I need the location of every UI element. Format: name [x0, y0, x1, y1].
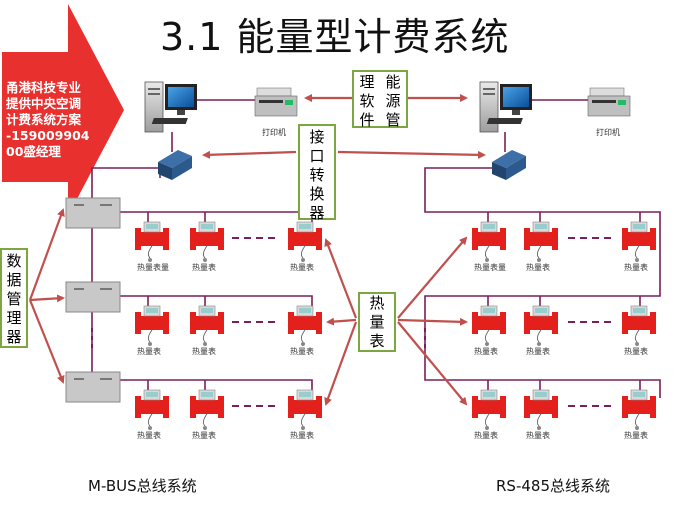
callout-char: 口 [309, 147, 325, 165]
meter-ellipsis-dashes [91, 237, 612, 407]
callout-char: 理 [359, 73, 375, 91]
callout-char: 表 [369, 332, 385, 350]
promo-line: -159009904 [6, 128, 90, 143]
callout-char: 转 [309, 166, 325, 184]
computer-icon-right [479, 81, 532, 133]
heat-meter-label: 热量表 [290, 347, 314, 356]
heat-meter-label: 热量表 [192, 347, 216, 356]
callout-char: 热 [369, 294, 385, 312]
heat-meter-label: 热量表 [526, 263, 550, 272]
heat-meter-icon [135, 221, 169, 262]
callout-char: 量 [369, 313, 385, 331]
heat-meter-label: 热量表量 [137, 263, 169, 272]
heat-meter-label: 热量表 [192, 263, 216, 272]
page-title: 3.1 能量型计费系统 [160, 15, 510, 59]
heat-meter-label: 热量表 [624, 431, 648, 440]
heat-meter-icon [472, 389, 506, 430]
heat-meter-label: 热量表 [526, 431, 550, 440]
heat-meter-icon [472, 305, 506, 346]
promo-line: 计费系统方案 [6, 112, 82, 127]
printer-icon-left [254, 87, 298, 117]
callout-char: 据 [6, 271, 22, 289]
heat-meter-icon [524, 221, 558, 262]
promo-line: 提供中央空调 [6, 96, 82, 111]
callout-char: 接 [309, 128, 325, 146]
heat-meter-label: 热量表 [624, 263, 648, 272]
heat-meter-icon [524, 305, 558, 346]
heat-meter-label: 热量表 [192, 431, 216, 440]
callout-char: 能 [385, 73, 401, 91]
data-manager-device-1 [65, 197, 121, 229]
heat-meter-label: 热量表 [526, 347, 550, 356]
interface-converter-callout: 接 口 转 换 器 [298, 124, 336, 222]
heat-meter-icon [472, 221, 506, 262]
heat-meter-label: 热量表量 [474, 263, 506, 272]
printer-label-left: 打印机 [262, 128, 286, 137]
heat-meter-label: 热量表 [474, 347, 498, 356]
heat-meter-icon [190, 389, 224, 430]
heat-meter-label: 热量表 [474, 431, 498, 440]
mbus-label: M-BUS总线系统 [88, 477, 197, 495]
heat-meter-icon [622, 221, 656, 262]
computer-icon-left [144, 81, 197, 133]
callout-char: 软 [359, 92, 375, 110]
rs485-label: RS-485总线系统 [496, 477, 610, 495]
heat-meter-label: 热量表 [137, 431, 161, 440]
promo-arrow-shape [2, 4, 124, 216]
callout-char: 管 [6, 290, 22, 308]
heat-meter-icon [288, 305, 322, 346]
data-manager-device-3 [65, 371, 121, 403]
heat-meter-label: 热量表 [137, 347, 161, 356]
heat-meter-icon [288, 221, 322, 262]
heat-meter-label: 热量表 [290, 263, 314, 272]
callout-char: 源 [385, 92, 401, 110]
callout-char: 件 [359, 111, 375, 129]
heat-meter-icon [524, 389, 558, 430]
management-software-callout: 理 能 软 源 件 管 [352, 70, 408, 129]
bus-lines [91, 99, 661, 400]
data-manager-callout: 数 据 管 理 器 [0, 248, 28, 348]
promo-line: 00盛经理 [6, 144, 61, 159]
printer-label-right: 打印机 [596, 128, 620, 137]
connection-arrows [28, 94, 486, 406]
callout-char: 器 [309, 204, 325, 222]
heat-meter-callout: 热 量 表 [358, 292, 396, 352]
heat-meter-icon [135, 389, 169, 430]
data-manager-device-2 [65, 281, 121, 313]
heat-meter-icon [288, 389, 322, 430]
callout-char: 理 [6, 309, 22, 327]
promo-text: 甬港科技专业 提供中央空调 计费系统方案 -159009904 00盛经理 [6, 80, 106, 160]
heat-meter-icon [190, 221, 224, 262]
heat-meter-label: 热量表 [290, 431, 314, 440]
converter-icon-left [158, 150, 192, 180]
callout-char: 换 [309, 185, 325, 203]
heat-meter-icon [190, 305, 224, 346]
callout-char: 管 [385, 111, 401, 129]
heat-meter-label: 热量表 [624, 347, 648, 356]
heat-meter-icon [135, 305, 169, 346]
promo-line: 甬港科技专业 [6, 80, 82, 95]
printer-icon-right [587, 87, 631, 117]
heat-meter-icon [622, 305, 656, 346]
converter-icon-right [492, 150, 526, 180]
callout-char: 器 [6, 328, 22, 346]
callout-char: 数 [6, 252, 22, 270]
heat-meter-icon [622, 389, 656, 430]
